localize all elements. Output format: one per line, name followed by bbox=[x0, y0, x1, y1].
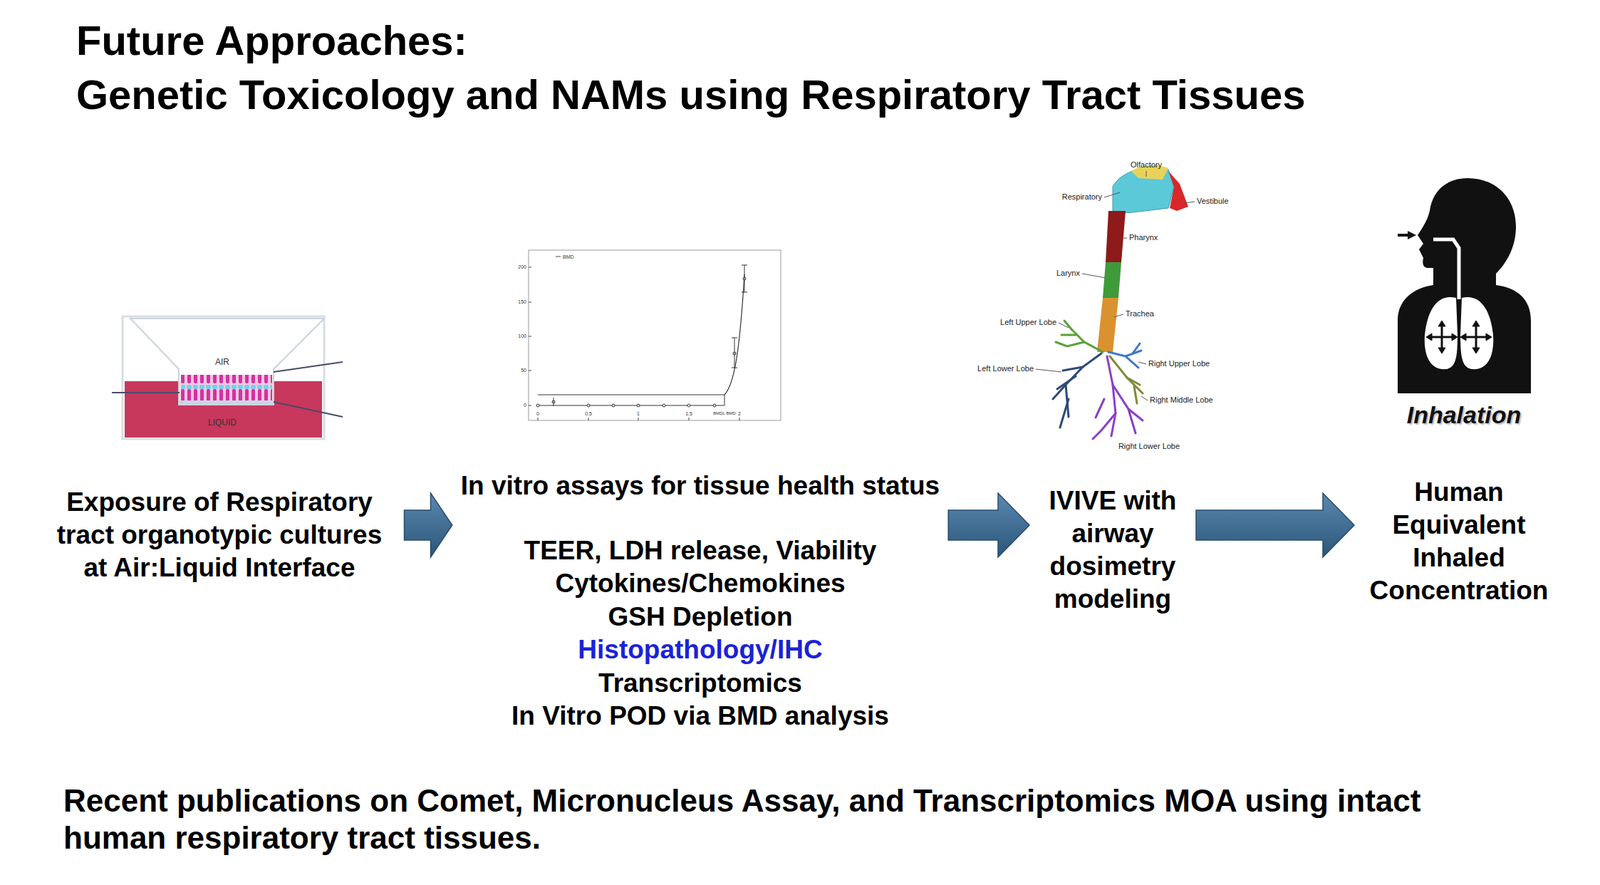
subtitle: Genetic Toxicology and NAMs using Respir… bbox=[76, 69, 1306, 120]
anatomy-label: Olfactory bbox=[1130, 160, 1162, 170]
phase-label: AIR bbox=[215, 356, 230, 367]
axis-tick: 1 bbox=[636, 411, 640, 417]
icon-caption: Inhalation bbox=[1406, 400, 1522, 430]
phase-label: LIQUID bbox=[208, 417, 237, 428]
step-box: Exposure of Respiratory tract organotypi… bbox=[39, 482, 401, 587]
inhalation-icon bbox=[1397, 178, 1531, 394]
step-text: Human Equivalent Inhaled Concentration bbox=[1362, 475, 1556, 607]
axis-tick: 0.5 bbox=[584, 411, 592, 417]
anatomy-label: Trachea bbox=[1125, 309, 1155, 319]
axis-tick: 100 bbox=[517, 333, 527, 340]
step-box: Human Equivalent Inhaled Concentration bbox=[1358, 473, 1560, 610]
transwell-illustration bbox=[111, 316, 343, 439]
step-text: Exposure of Respiratory tract organotypi… bbox=[43, 485, 397, 585]
bmd-chart bbox=[528, 250, 781, 421]
step-box: IVIVE with airway dosimetry modeling bbox=[1033, 481, 1192, 619]
step-text: Histopathology/IHC bbox=[460, 633, 940, 667]
anatomy-label: Larynx bbox=[1056, 268, 1080, 278]
slide-title: Future Approaches: bbox=[76, 15, 468, 66]
anatomy-label: Right Middle Lobe bbox=[1149, 395, 1214, 405]
step-text: Transcriptomics bbox=[460, 666, 940, 701]
footnote-caption: Recent publications on Comet, Micronucle… bbox=[63, 782, 1482, 857]
anatomy-label: Right Lower Lobe bbox=[1118, 441, 1180, 451]
axis-tick: 50 bbox=[520, 367, 527, 374]
axis-tick: 200 bbox=[517, 264, 527, 270]
axis-tick: 1.5 bbox=[685, 411, 693, 417]
step-heading: In vitro assays for tissue health status bbox=[460, 469, 940, 503]
axis-tick: 2 bbox=[738, 411, 741, 417]
chart-legend: BMD bbox=[562, 254, 575, 261]
block-arrow bbox=[1196, 492, 1355, 558]
step-text: GSH Depletion bbox=[460, 600, 940, 635]
anatomy-label: Left Upper Lobe bbox=[1000, 317, 1057, 327]
block-arrow bbox=[948, 492, 1030, 558]
anatomy-label: Right Upper Lobe bbox=[1148, 359, 1210, 369]
axis-tick: 0 bbox=[536, 411, 540, 417]
anatomy-label: Pharynx bbox=[1129, 232, 1158, 243]
step-box: In vitro assays for tissue health status… bbox=[456, 466, 944, 736]
step-text: In Vitro POD via BMD analysis bbox=[460, 699, 940, 734]
axis-tick: 0 bbox=[523, 402, 527, 409]
anatomy-label: Left Lower Lobe bbox=[977, 364, 1034, 374]
step-text: Cytokines/Chemokines bbox=[460, 567, 940, 601]
block-arrow bbox=[404, 492, 453, 558]
chart-annotation: BMDL BMD bbox=[713, 411, 736, 417]
anatomy-label: Vestibule bbox=[1196, 196, 1229, 206]
axis-tick: 150 bbox=[517, 299, 527, 305]
step-text: IVIVE with airway dosimetry modeling bbox=[1037, 484, 1188, 616]
anatomy-label: Respiratory bbox=[1062, 192, 1103, 202]
step-text: TEER, LDH release, Viability bbox=[460, 534, 940, 568]
